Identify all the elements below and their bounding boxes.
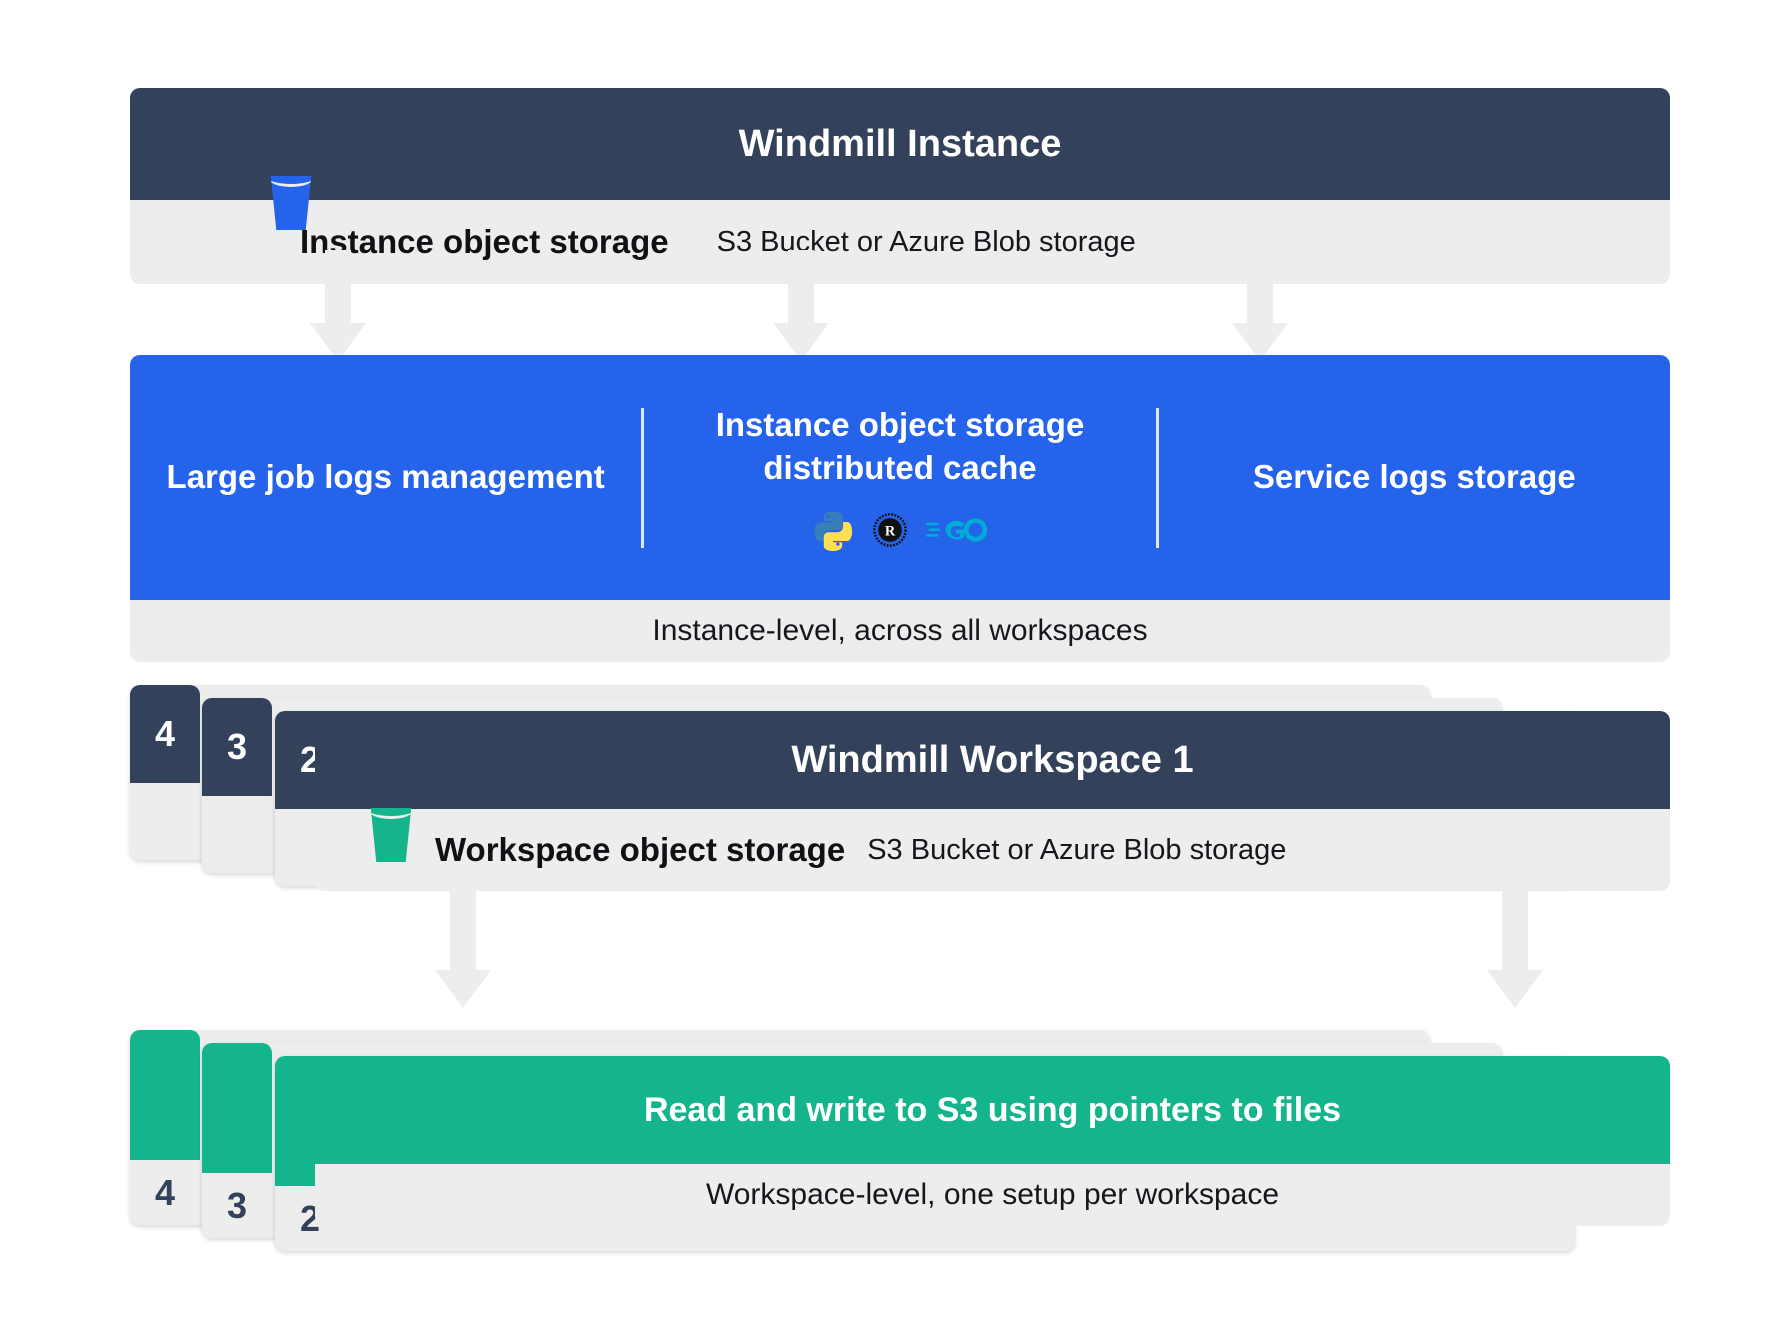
capability-large-job-logs: Large job logs management: [130, 456, 641, 499]
arrow-to-service-logs: [1232, 250, 1288, 361]
instance-storage-row: Instance object storage S3 Bucket or Azu…: [130, 200, 1670, 284]
instance-storage-label: Instance object storage: [300, 223, 669, 260]
workspace-action-tab-label: 3: [226, 1184, 248, 1226]
capability-service-logs: Service logs storage: [1159, 456, 1670, 499]
python-icon: [814, 512, 853, 552]
workspace-title: Windmill Workspace 1: [315, 711, 1670, 809]
workspace-card-1[interactable]: Windmill Workspace 1 Workspace object st…: [315, 711, 1670, 891]
capability-label: Large job logs management: [166, 458, 605, 496]
arrow-to-read-write-right: [1487, 874, 1543, 1008]
workspace-tab-label: 3: [202, 698, 272, 796]
workspace-tab-label: 4: [130, 685, 200, 783]
svg-text:R: R: [885, 524, 896, 540]
arrow-to-read-write-left: [435, 874, 491, 1008]
instance-capabilities-band: Large job logs management Instance objec…: [130, 355, 1670, 600]
capability-distributed-cache: Instance object storage distributed cach…: [644, 404, 1155, 552]
go-icon: [925, 518, 988, 543]
workspace-stack: 4 3 2 Windmill Workspace 1 Workspace obj…: [130, 685, 1670, 891]
capability-label: Service logs storage: [1252, 458, 1576, 496]
workspace-storage-sublabel: S3 Bucket or Azure Blob storage: [867, 833, 1287, 866]
rust-icon: R: [873, 513, 907, 548]
language-icons: R: [812, 509, 988, 552]
workspace-action-card-1[interactable]: Read and write to S3 using pointers to f…: [315, 1056, 1670, 1226]
workspace-action-stack: 4 3 2 Read and write to S3 using pointer…: [130, 1030, 1670, 1255]
instance-title: Windmill Instance: [130, 88, 1670, 200]
green-tab-top: [202, 1043, 272, 1173]
workspace-action-title: Read and write to S3 using pointers to f…: [315, 1056, 1670, 1164]
capability-label: Instance object storage distributed cach…: [715, 405, 1085, 486]
arrow-to-large-job-logs: [310, 250, 366, 361]
workspace-storage-label: Workspace object storage: [435, 831, 846, 868]
instance-level-footer: Instance-level, across all workspaces: [130, 600, 1670, 662]
s3-bucket-icon: [368, 808, 414, 862]
arrow-to-distributed-cache: [773, 250, 829, 361]
instance-storage-sublabel: S3 Bucket or Azure Blob storage: [716, 225, 1136, 258]
divider: [1155, 407, 1159, 548]
windmill-instance-card: Windmill Instance Instance object storag…: [130, 88, 1670, 284]
workspace-level-footer: Workspace-level, one setup per workspace: [315, 1164, 1670, 1226]
s3-bucket-icon: [268, 176, 314, 230]
workspace-action-tab-label: 4: [154, 1171, 176, 1213]
workspace-storage-row: Workspace object storage S3 Bucket or Az…: [315, 809, 1670, 891]
green-tab-top: [130, 1030, 200, 1160]
divider: [641, 407, 645, 548]
